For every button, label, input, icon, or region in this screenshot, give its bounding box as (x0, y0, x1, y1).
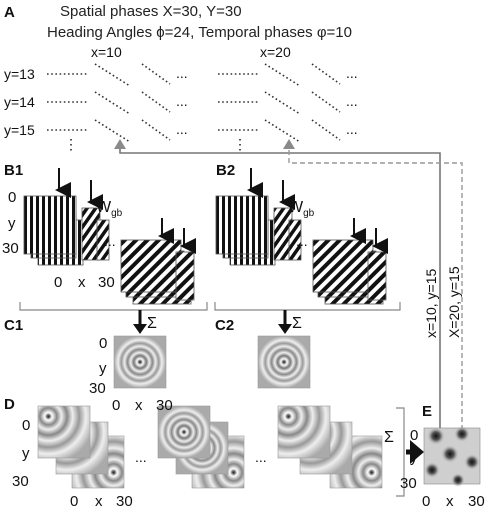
ellipsis-r3b: ... (346, 121, 358, 137)
up-arrow-dashed (283, 139, 295, 149)
b1-gratings (23, 168, 196, 305)
d-y30: 30 (12, 473, 29, 490)
ellipsis-r1b: ... (346, 65, 358, 81)
d-ellipsis-2: ... (255, 449, 267, 465)
b1-weight-label: Wgb (96, 199, 123, 220)
d-to-e-arrow (406, 440, 424, 464)
connection-label-1: x=10, y=15 (423, 268, 439, 338)
ellipsis-r2: ... (176, 93, 188, 109)
panel-label-a: A (4, 4, 15, 21)
y-label-15: y=15 (4, 122, 35, 138)
e-y0: 0 (410, 427, 419, 444)
d-y-label: y (22, 445, 30, 462)
c1-x30: 30 (156, 397, 173, 414)
panel-label-d: D (4, 396, 15, 413)
e-y-label: y (410, 449, 418, 466)
c1-y30: 30 (89, 380, 106, 397)
y-label-14: y=14 (4, 94, 35, 110)
header-line-2: Heading Angles ϕ=24, Temporal phases φ=1… (47, 24, 352, 41)
vdots-1: ⋮ (64, 136, 78, 152)
y-label-13: y=13 (4, 66, 35, 82)
b1-y0: 0 (8, 189, 17, 206)
b1-x-label: x (78, 274, 86, 291)
vdots-2: ⋮ (233, 136, 247, 152)
b1-y30: 30 (2, 240, 19, 257)
ellipsis-r3: ... (176, 121, 188, 137)
x-label-20: x=20 (260, 44, 291, 60)
sum-brackets (19, 302, 401, 311)
e-grid-map (423, 426, 481, 487)
d-y0: 0 (22, 417, 31, 434)
c2-place-field (257, 335, 311, 389)
sum-arrows (133, 310, 292, 334)
dashed-connection (288, 143, 463, 438)
sum-symbol-d: Σ (384, 429, 394, 446)
b1-x30: 30 (98, 274, 115, 291)
c1-y-label: y (99, 360, 107, 377)
c1-y0: 0 (99, 335, 108, 352)
b1-x0: 0 (54, 274, 63, 291)
d-stacks (37, 405, 383, 489)
panel-label-c2: C2 (215, 317, 235, 334)
e-x0: 0 (422, 493, 431, 510)
sum-symbol-c2: Σ (292, 315, 302, 332)
d-x30: 30 (116, 493, 133, 510)
connection-label-2: X=20, y=15 (446, 266, 462, 338)
d-x0: 0 (70, 493, 79, 510)
b1-ellipsis: ... (104, 233, 116, 249)
d-ellipsis-1: ... (135, 449, 147, 465)
sum-symbol-c1: Σ (147, 315, 157, 332)
d-bracket (396, 407, 405, 497)
b2-gratings (215, 168, 388, 305)
e-y30: 30 (400, 475, 417, 492)
d-x-label: x (95, 493, 103, 510)
panel-label-e: E (422, 403, 433, 420)
x-label-10: x=10 (91, 44, 122, 60)
b2-weight-label: Wgb (288, 199, 315, 220)
ellipsis-r2b: ... (346, 93, 358, 109)
panel-label-b1: B1 (4, 162, 24, 179)
grid-dots (47, 63, 341, 143)
e-x30: 30 (468, 493, 485, 510)
b1-y-label: y (8, 215, 16, 232)
connection-lines (114, 139, 463, 438)
e-x-label: x (446, 493, 454, 510)
panel-label-b2: B2 (216, 162, 236, 179)
up-arrow-solid (114, 139, 126, 149)
ellipsis-r1: ... (176, 65, 188, 81)
header-line-1: Spatial phases X=30, Y=30 (60, 3, 242, 20)
c1-place-field (113, 335, 167, 389)
panel-label-c1: C1 (4, 317, 24, 334)
c1-x0: 0 (112, 397, 121, 414)
b2-ellipsis: ... (296, 233, 308, 249)
c1-x-label: x (135, 397, 143, 414)
